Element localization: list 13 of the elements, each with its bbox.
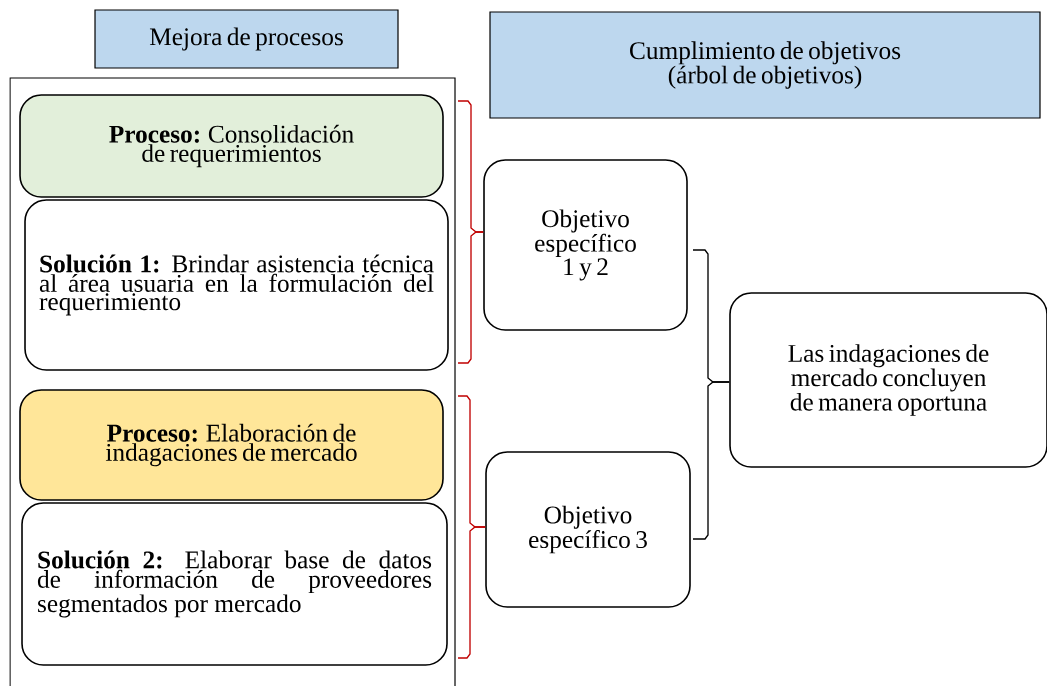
process-box: Proceso: Elaboración de indagaciones de mercado bbox=[19, 389, 444, 501]
objective-box: Objetivo específico 3 bbox=[485, 451, 691, 608]
brace-connector bbox=[692, 381, 730, 540]
header-box: Cumplimiento de objetivos (árbol de objetivos) bbox=[489, 11, 1041, 119]
process-box: Proceso: Consolidación de requerimientos bbox=[19, 94, 444, 198]
header-box: Mejora de procesos bbox=[94, 9, 399, 69]
brace-connector bbox=[457, 526, 486, 659]
solution-box: Solución 2: Elaborar base de datos de información de proveedores segmentados por mercado bbox=[21, 502, 448, 666]
frame-box bbox=[9, 77, 456, 686]
solution-box: Solución 1: Brindar asistencia técnica al área usuaria en la formulación del requerimiento bbox=[24, 199, 449, 371]
brace-connector bbox=[457, 231, 484, 364]
result-box: Las indagaciones de mercado concluyen de manera oportuna bbox=[729, 292, 1047, 468]
objective-box: Objetivo específico 1 y 2 bbox=[483, 159, 688, 331]
